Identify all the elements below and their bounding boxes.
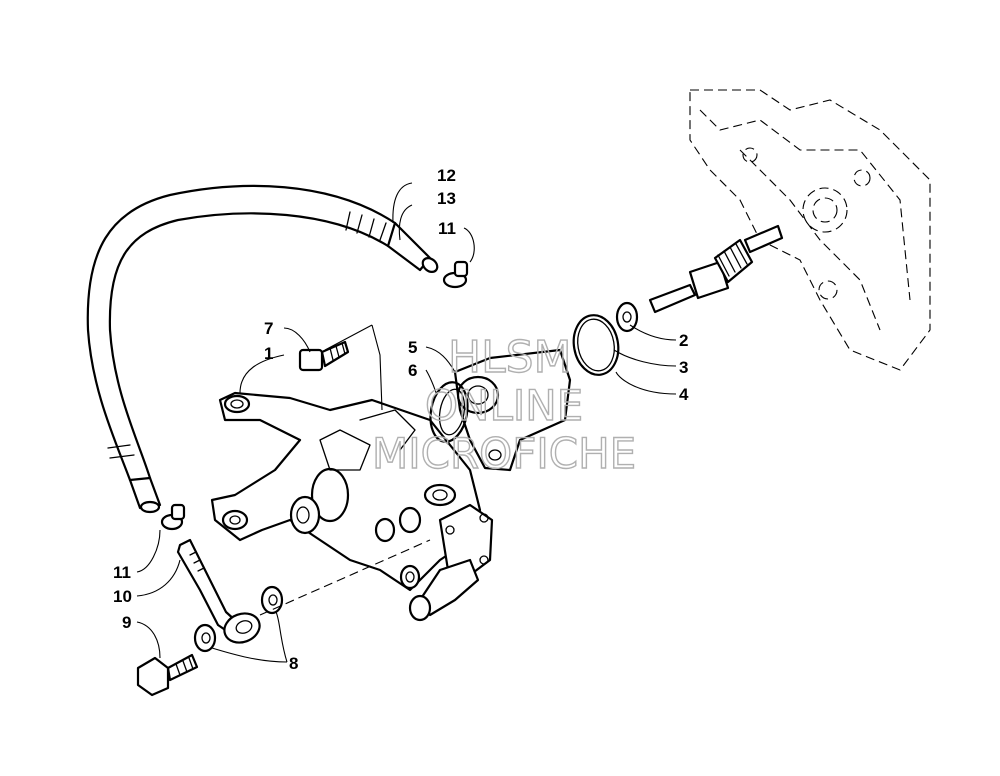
callout-8: 8: [289, 654, 298, 673]
callout-5: 5: [408, 338, 417, 357]
watermark-line2: ONLINE: [425, 381, 583, 430]
callout-13: 13: [437, 189, 456, 208]
callout-4: 4: [679, 385, 689, 404]
hose-clamp-upper: [442, 260, 469, 289]
engine-case-outline: [689, 89, 931, 371]
hose-clamp-lower: [160, 503, 186, 531]
callout-9: 9: [122, 613, 131, 632]
callout-7: 7: [264, 319, 273, 338]
drive-shaft-gear: [648, 224, 784, 314]
pump-outlet-fitting: [399, 503, 494, 622]
callout-11-lower: 11: [113, 563, 131, 582]
washer-8-left: [193, 623, 217, 653]
pump-cover: [453, 348, 572, 472]
watermark-line1: HLSM: [448, 332, 572, 383]
washer-4: [615, 301, 639, 333]
washer-8-right: [260, 585, 284, 615]
banjo-bolt-9: [136, 653, 199, 697]
callout-1: 1: [264, 344, 273, 363]
bolt-7: [298, 340, 350, 372]
callout-2: 2: [679, 331, 688, 350]
banjo-fitting: [176, 538, 431, 644]
watermark: HLSM ONLINE MICROFICHE: [371, 331, 637, 478]
oil-hose: [86, 184, 439, 514]
callout-10: 10: [113, 587, 132, 606]
o-ring-3: [572, 314, 620, 376]
callout-3: 3: [679, 358, 688, 377]
oil-pump-body: [210, 391, 482, 592]
callout-12: 12: [437, 166, 456, 185]
o-ring-5: [429, 381, 469, 443]
watermark-line3: MICROFICHE: [372, 429, 636, 478]
callouts: 12 13 11 7 1 5 6 2 3 4 11 10 9 8: [113, 166, 689, 673]
leader-lines: [136, 182, 677, 663]
callout-6: 6: [408, 361, 417, 380]
callout-11-upper: 11: [438, 219, 456, 238]
